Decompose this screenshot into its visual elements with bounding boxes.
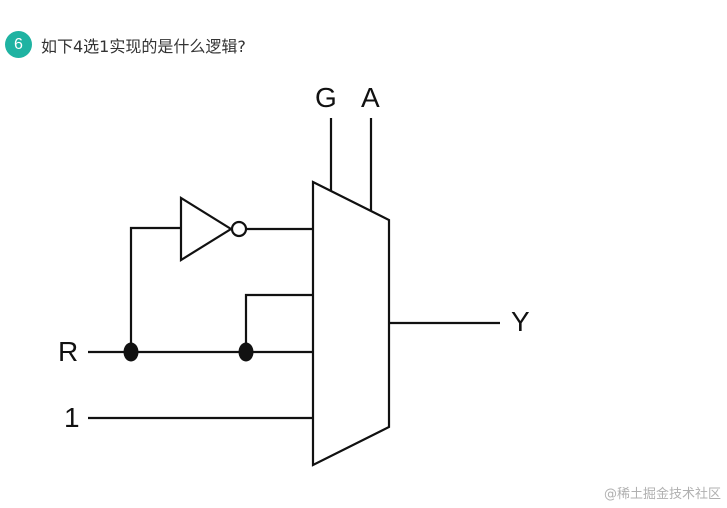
inverter-gate bbox=[179, 196, 234, 262]
question-number-badge: 6 bbox=[5, 31, 32, 58]
junction-dot-2 bbox=[238, 342, 254, 362]
label-y: Y bbox=[511, 306, 530, 337]
question-text: 如下4选1实现的是什么逻辑? bbox=[41, 36, 246, 56]
mux-body bbox=[311, 180, 391, 467]
inverter-bubble bbox=[230, 220, 248, 238]
junction-dot-1 bbox=[123, 342, 139, 362]
label-a: A bbox=[361, 82, 380, 113]
r-branch-wire bbox=[244, 293, 313, 352]
inverter-input-wire bbox=[129, 226, 181, 352]
watermark: @稀土掘金技术社区 bbox=[603, 487, 721, 502]
label-r: R bbox=[58, 336, 78, 367]
question-header: 6 如下4选1实现的是什么逻辑? bbox=[5, 31, 246, 58]
label-one: 1 bbox=[64, 402, 80, 433]
label-g: G bbox=[315, 82, 337, 113]
